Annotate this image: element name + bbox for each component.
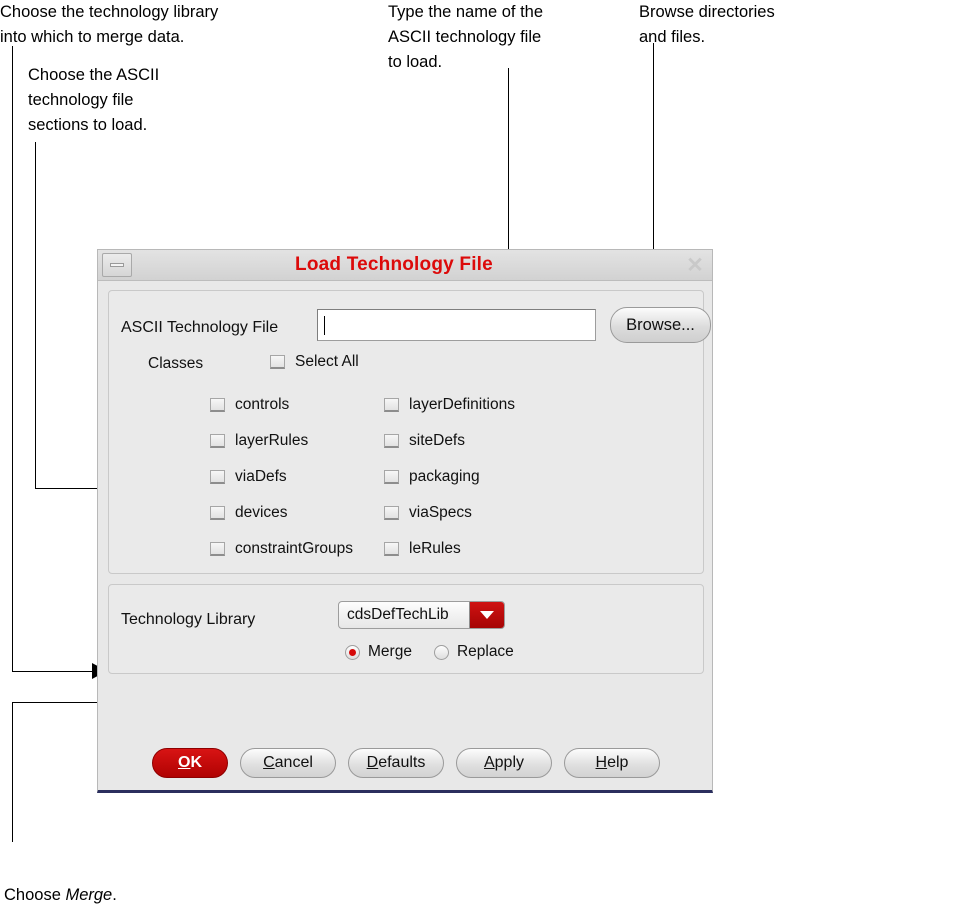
checkbox-label: leRules <box>409 540 461 557</box>
help-label-rest: elp <box>607 754 629 771</box>
classes-panel: ASCII Technology File Browse... Classes … <box>108 290 711 574</box>
leader-line-library-h <box>12 671 94 672</box>
leader-line-library <box>12 46 13 671</box>
radio-merge[interactable]: Merge <box>345 643 412 661</box>
checkbox-controls[interactable]: controls <box>210 396 384 414</box>
merge-mode-radio-group: Merge Replace <box>345 643 514 661</box>
radio-label: Merge <box>368 643 412 660</box>
checkbox-siteDefs[interactable]: siteDefs <box>384 432 680 450</box>
dialog-title: Load Technology File <box>295 254 493 275</box>
classes-checkbox-grid: controls layerDefinitions layerRules sit… <box>210 396 680 558</box>
annotation-sections-note: Choose the ASCII technology file section… <box>28 66 160 134</box>
checkbox-label: layerDefinitions <box>409 396 515 413</box>
select-all-label: Select All <box>295 353 359 370</box>
checkbox-icon <box>210 542 225 556</box>
annotation-browse-note: Browse directories and files. <box>639 3 775 46</box>
ascii-file-label: ASCII Technology File <box>121 319 279 336</box>
help-mnemonic: H <box>595 754 608 771</box>
annotation-library-note: Choose the technology library into which… <box>0 3 219 46</box>
close-icon[interactable]: ✕ <box>686 253 704 277</box>
radio-icon <box>433 644 449 660</box>
checkbox-label: devices <box>235 504 288 521</box>
checkbox-icon <box>210 434 225 448</box>
cancel-mnemonic: C <box>263 754 275 771</box>
checkbox-constraintGroups[interactable]: constraintGroups <box>210 540 384 558</box>
checkbox-label: siteDefs <box>409 432 465 449</box>
ok-label-rest: K <box>190 754 202 771</box>
checkbox-icon <box>210 506 225 520</box>
checkbox-icon <box>210 398 225 412</box>
checkbox-viaDefs[interactable]: viaDefs <box>210 468 384 486</box>
load-technology-file-dialog: Load Technology File ✕ ASCII Technology … <box>97 249 713 793</box>
checkbox-icon <box>384 542 399 556</box>
defaults-mnemonic: D <box>366 754 379 771</box>
radio-icon <box>345 644 360 660</box>
technology-library-panel: Technology Library cdsDefTechLib Merge R… <box>108 584 704 674</box>
checkbox-viaSpecs[interactable]: viaSpecs <box>384 504 680 522</box>
checkbox-packaging[interactable]: packaging <box>384 468 680 486</box>
checkbox-leRules[interactable]: leRules <box>384 540 680 558</box>
classes-label: Classes <box>148 355 204 372</box>
radio-label: Replace <box>456 643 514 660</box>
chevron-down-icon[interactable] <box>469 602 504 628</box>
leader-line-browse <box>653 43 654 283</box>
checkbox-icon <box>270 355 285 369</box>
leader-line-sections <box>35 142 36 489</box>
checkbox-icon <box>384 506 399 520</box>
checkbox-layerDefinitions[interactable]: layerDefinitions <box>384 396 680 414</box>
checkbox-icon <box>210 470 225 484</box>
text-caret <box>324 315 325 335</box>
technology-library-dropdown[interactable]: cdsDefTechLib <box>338 601 505 629</box>
checkbox-label: packaging <box>409 468 480 485</box>
merge-note-emphasis: Merge <box>65 886 113 904</box>
apply-label-rest: pply <box>494 754 525 771</box>
merge-note-lead: Choose <box>4 886 66 904</box>
leader-line-merge <box>12 702 13 842</box>
leader-line-file <box>508 68 509 308</box>
checkbox-label: constraintGroups <box>235 540 354 557</box>
checkbox-layerRules[interactable]: layerRules <box>210 432 384 450</box>
select-all-checkbox[interactable]: Select All <box>270 353 359 371</box>
checkbox-label: viaSpecs <box>409 504 472 521</box>
ok-mnemonic: O <box>177 754 191 771</box>
checkbox-icon <box>384 470 399 484</box>
checkbox-icon <box>384 398 399 412</box>
cancel-label-rest: ancel <box>274 754 313 771</box>
dialog-titlebar[interactable]: Load Technology File ✕ <box>98 250 712 281</box>
technology-library-value: cdsDefTechLib <box>347 606 449 623</box>
annotation-merge-note: Choose Merge. <box>4 858 304 908</box>
ascii-file-input[interactable] <box>317 309 596 341</box>
merge-note-tail: . <box>112 886 117 904</box>
radio-replace[interactable]: Replace <box>433 643 514 661</box>
checkbox-label: layerRules <box>235 432 309 449</box>
checkbox-devices[interactable]: devices <box>210 504 384 522</box>
minimize-icon[interactable] <box>102 253 132 277</box>
defaults-label-rest: efaults <box>378 754 426 771</box>
apply-mnemonic: A <box>483 754 495 771</box>
checkbox-label: viaDefs <box>235 468 287 485</box>
browse-button[interactable]: Browse... <box>610 307 711 343</box>
checkbox-icon <box>384 434 399 448</box>
annotation-file-note: Type the name of the ASCII technology fi… <box>388 3 544 71</box>
checkbox-label: controls <box>235 396 290 413</box>
technology-library-label: Technology Library <box>121 611 256 628</box>
